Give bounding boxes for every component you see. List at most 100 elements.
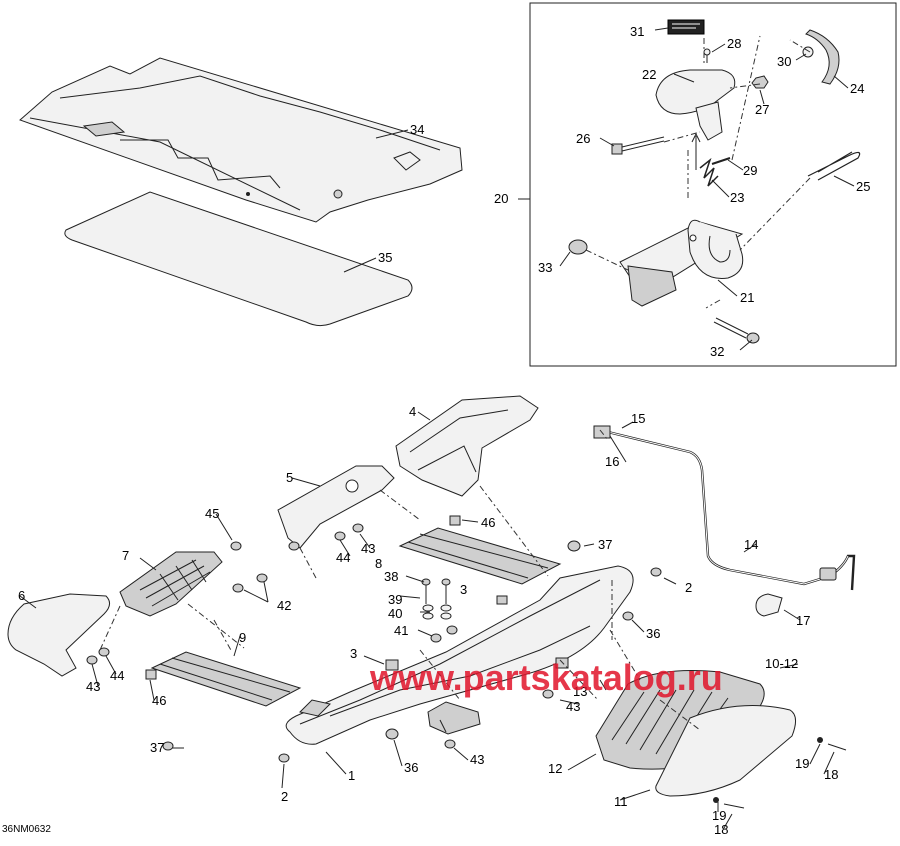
callout-26: 26 [576, 131, 590, 146]
reflector-grid [611, 689, 729, 757]
callout-8: 8 [375, 556, 382, 571]
rear-block [299, 699, 331, 717]
callout-18-lower: 18 [714, 822, 728, 837]
hitch-bracket-part [619, 219, 744, 307]
callout-43-left: 43 [86, 679, 100, 694]
callout-35: 35 [378, 250, 392, 265]
callout-41: 41 [394, 623, 408, 638]
callout-18-right: 18 [824, 767, 838, 782]
callout-30: 30 [777, 54, 791, 69]
bolt-part [611, 136, 665, 155]
callout-6: 6 [18, 588, 25, 603]
hairpin-part [807, 151, 861, 181]
seat-base-part [19, 57, 463, 223]
callout-10-12: 10-12 [765, 656, 798, 671]
callout-13: 13 [573, 684, 587, 699]
inset-frame [529, 2, 897, 367]
callout-43-upper: 43 [361, 541, 375, 556]
bulb-part [755, 593, 783, 617]
callout-46-lower: 46 [152, 693, 166, 708]
callout-17: 17 [796, 613, 810, 628]
callout-19-lower: 19 [712, 808, 726, 823]
callout-4: 4 [409, 404, 416, 419]
diagram-code: 36NM0632 [2, 824, 51, 835]
callout-36-lower: 36 [404, 760, 418, 775]
callout-23: 23 [730, 190, 744, 205]
callout-20: 20 [494, 191, 508, 206]
callout-16: 16 [605, 454, 619, 469]
side-bracket-grid [139, 559, 211, 607]
mount-block [427, 701, 481, 735]
decal-part [667, 19, 705, 35]
callout-34: 34 [410, 122, 424, 137]
seat-pad-part [64, 191, 413, 327]
fastener-part [713, 737, 847, 809]
main-assembly-lines [99, 429, 701, 731]
callout-29: 29 [743, 163, 757, 178]
pin-part [711, 157, 731, 165]
callout-9: 9 [239, 630, 246, 645]
callout-25: 25 [856, 179, 870, 194]
callout-15: 15 [631, 411, 645, 426]
callout-45: 45 [205, 506, 219, 521]
callout-14: 14 [744, 537, 758, 552]
cover-inner [409, 409, 509, 473]
grommet-part [568, 239, 588, 255]
taillight-lens-part [655, 705, 796, 797]
bracket-part [277, 465, 395, 549]
main-housing-inner [299, 579, 601, 725]
callout-3-upper: 3 [460, 582, 467, 597]
callout-24: 24 [850, 81, 864, 96]
callout-32: 32 [710, 344, 724, 359]
callout-44-left: 44 [110, 668, 124, 683]
inset-assembly-lines [585, 35, 811, 309]
callout-44-upper: 44 [336, 550, 350, 565]
socket-part [819, 567, 837, 581]
callout-43-lower: 43 [470, 752, 484, 767]
wire-part [607, 430, 856, 591]
callout-2-lower: 2 [281, 789, 288, 804]
callout-42: 42 [277, 598, 291, 613]
washer-part [802, 46, 814, 58]
callout-21: 21 [740, 290, 754, 305]
callout-27: 27 [755, 102, 769, 117]
rail-part [398, 527, 562, 585]
callout-5: 5 [286, 470, 293, 485]
callout-37-lower: 37 [150, 740, 164, 755]
callout-37-upper: 37 [598, 537, 612, 552]
callout-22: 22 [642, 67, 656, 82]
callout-39: 39 [388, 592, 402, 607]
callout-11: 11 [614, 794, 628, 809]
callout-43-center: 43 [566, 699, 580, 714]
pin-bolt-part [713, 317, 760, 344]
callout-38: 38 [384, 569, 398, 584]
screw-part [703, 48, 711, 63]
callout-7: 7 [122, 548, 129, 563]
callout-46-upper: 46 [481, 515, 495, 530]
callout-19-right: 19 [795, 756, 809, 771]
spring-part [699, 157, 719, 187]
callout-33: 33 [538, 260, 552, 275]
watermark: www.partskatalog.ru [369, 657, 723, 698]
leader-lines [19, 27, 855, 829]
callout-2-upper: 2 [685, 580, 692, 595]
rail-line [407, 533, 549, 579]
rail-lower-line [159, 657, 291, 701]
callout-36-right: 36 [646, 626, 660, 641]
reflector-part [595, 670, 765, 770]
callout-12: 12 [548, 761, 562, 776]
cover-part [395, 395, 539, 497]
callout-3-lower: 3 [350, 646, 357, 661]
assembly-arrow [691, 132, 701, 170]
handle-cover-part [655, 69, 736, 115]
bumper-part [805, 29, 840, 85]
callout-40: 40 [388, 606, 402, 621]
handle-support-part [695, 101, 723, 141]
bracket-hole [345, 479, 359, 493]
callout-1: 1 [348, 768, 355, 783]
left-cover-part [7, 593, 110, 677]
callout-31: 31 [630, 24, 644, 39]
rail-lower-part [150, 651, 302, 707]
nut-part [751, 75, 769, 89]
